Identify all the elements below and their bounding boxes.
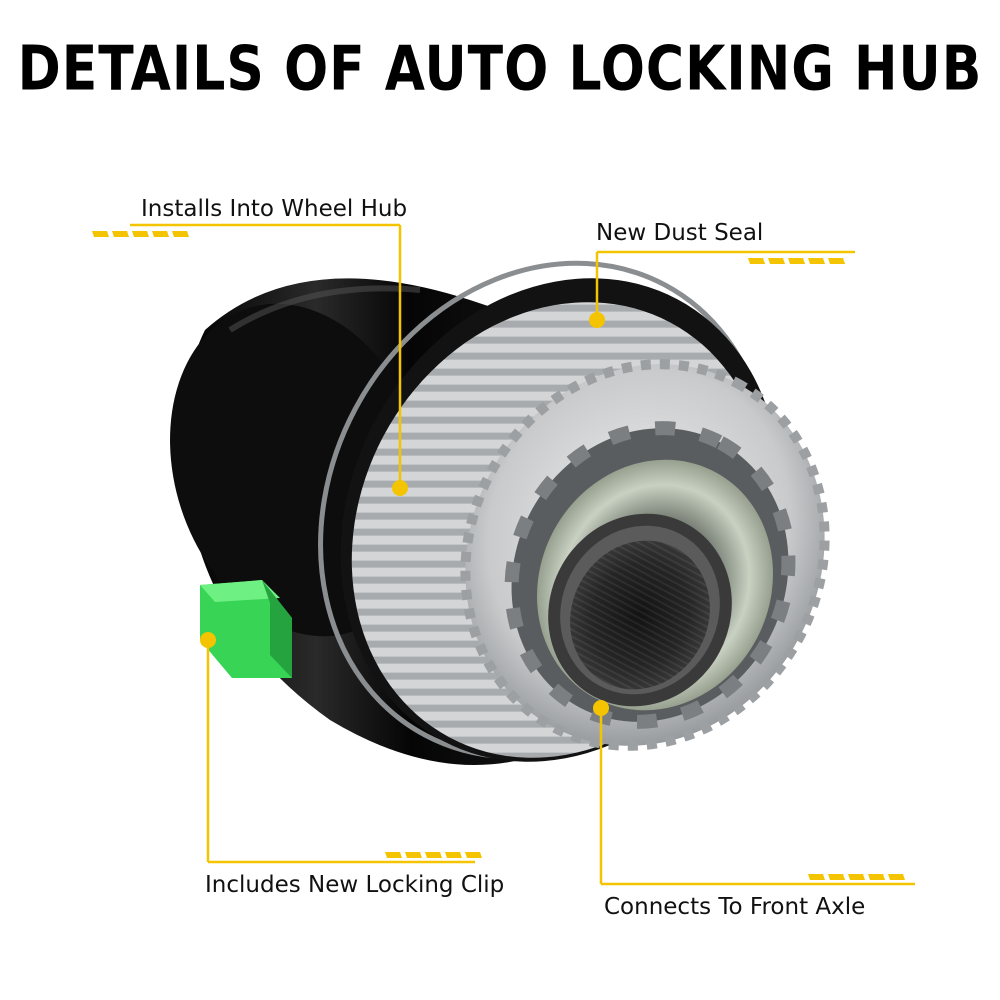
callout-line-front-axle [593, 700, 915, 886]
callout-label-locking-clip: Includes New Locking Clip [205, 872, 505, 898]
callout-label-dust-seal: New Dust Seal [596, 220, 764, 246]
callout-line-locking-clip [200, 632, 482, 864]
callout-label-wheel-hub: Installs Into Wheel Hub [141, 196, 408, 222]
callout-line-dust-seal [589, 250, 855, 328]
callout-label-front-axle: Connects To Front Axle [604, 894, 866, 920]
page-title: DETAILS OF AUTO LOCKING HUB [17, 34, 983, 105]
callout-line-wheel-hub [92, 223, 408, 496]
